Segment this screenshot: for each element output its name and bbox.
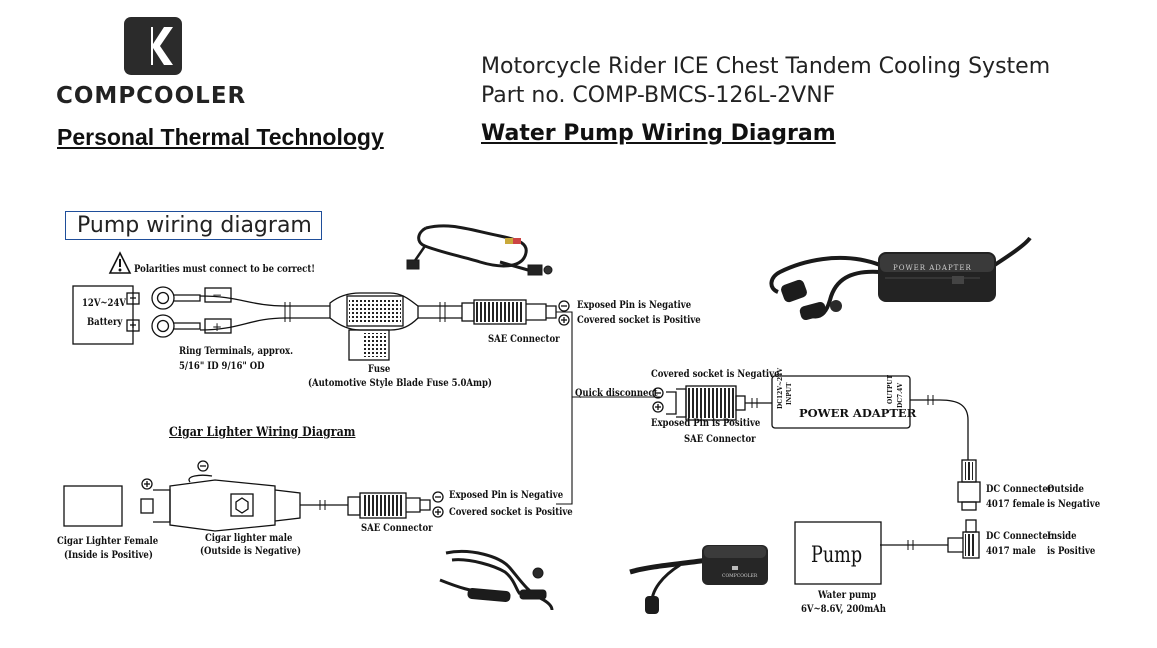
battery-label-1: 12V~24V [82, 298, 126, 309]
dc-female-label-1: DC Connecter [986, 484, 1053, 495]
pump-photo [629, 545, 768, 614]
dc-female-label-2: 4017 female [986, 499, 1045, 510]
cigar-lighter-plug-icon [140, 474, 301, 532]
battery-box [72, 285, 134, 345]
brand-tagline: Personal Thermal Technology [57, 124, 384, 150]
cigar-cable-photo [439, 549, 554, 611]
harness-photo [406, 224, 553, 276]
brand-logo [124, 17, 182, 75]
wire-positive-sign: + [212, 320, 222, 334]
cigar-male-label-2: (Outside is Negative) [200, 546, 301, 557]
power-adapter-photo [769, 236, 1032, 321]
fuse-label-2: (Automotive Style Blade Fuse 5.0Amp) [308, 378, 492, 389]
pump-box [794, 521, 882, 585]
adapter-input-line2: DC12V~24V [777, 368, 784, 409]
brand-name: COMPCOOLER [56, 83, 247, 109]
covered-socket-positive-label: Covered socket is Positive [577, 315, 701, 326]
diagram-box-title: Pump wiring diagram [65, 211, 322, 240]
ring-terminals-label-2: 5/16" ID 9/16" OD [179, 361, 265, 372]
cigar-female-label-1: Cigar Lighter Female [57, 536, 159, 547]
cigar-section-title: Cigar Lighter Wiring Diagram [169, 425, 356, 440]
power-adapter-box [771, 375, 911, 429]
cigar-covered-positive-label: Covered socket is Positive [449, 507, 573, 518]
fuse-label-1: Fuse [368, 364, 391, 375]
sae-connector-top-label: SAE Connector [488, 334, 560, 345]
dc-female-side-2: is Negative [1047, 499, 1101, 510]
adapter-exposed-positive-label: Exposed Pin is Positive [651, 418, 761, 429]
polarity-warning: Polarities must connect to be correct! [134, 264, 316, 275]
cigar-female-label-2: (Inside is Positive) [64, 550, 153, 561]
exposed-pin-negative-label: Exposed Pin is Negative [577, 300, 692, 311]
dc-female-connector-icon [957, 459, 981, 511]
pump-label: Pump [811, 542, 862, 567]
ring-terminal-negative-icon [151, 286, 175, 310]
photo-adapter-label: POWER ADAPTER [893, 264, 972, 272]
photo-pump-brand: COMPCOOLER [722, 573, 758, 579]
header-subtitle: Water Pump Wiring Diagram [481, 121, 836, 146]
header-title: Motorcycle Rider ICE Chest Tandem Coolin… [481, 54, 1051, 79]
warning-icon [108, 251, 132, 274]
sae-connector-adapter-label: SAE Connector [684, 434, 756, 445]
power-adapter-text: POWER ADAPTER [799, 406, 917, 420]
wire-negative-sign: − [212, 288, 222, 302]
dc-male-label-2: 4017 male [986, 546, 1036, 557]
dc-male-side-1: Inside [1047, 531, 1077, 542]
cigar-male-label-1: Cigar lighter male [205, 533, 293, 544]
sae-connector-cigar-icon [347, 492, 431, 519]
cigar-exposed-negative-label: Exposed Pin is Negative [449, 490, 564, 501]
dc-female-side-1: Outside [1047, 484, 1084, 495]
adapter-covered-negative-label: Covered socket is Negative [651, 369, 780, 380]
header-part-number: Part no. COMP-BMCS-126L-2VNF [481, 83, 836, 108]
quick-disconnect-label: Quick disconnect [575, 388, 658, 399]
adapter-output-line2: DC7.4V [897, 383, 904, 408]
battery-label-2: Battery [87, 317, 123, 328]
ring-terminal-positive-icon [151, 314, 175, 338]
dc-male-side-2: is Positive [1047, 546, 1096, 557]
water-pump-label-2: 6V~8.6V, 200mAh [801, 604, 886, 615]
cigar-female-box [63, 485, 123, 527]
adapter-input-line1: INPUT [786, 382, 793, 405]
sae-connector-cigar-label: SAE Connector [361, 523, 433, 534]
ring-terminals-label-1: Ring Terminals, approx. [179, 346, 294, 357]
water-pump-label-1: Water pump [818, 590, 877, 601]
compcooler-logo-icon [124, 17, 182, 75]
dc-male-label-1: DC Connecter [986, 531, 1053, 542]
adapter-output-line1: OUTPUT [887, 374, 894, 404]
